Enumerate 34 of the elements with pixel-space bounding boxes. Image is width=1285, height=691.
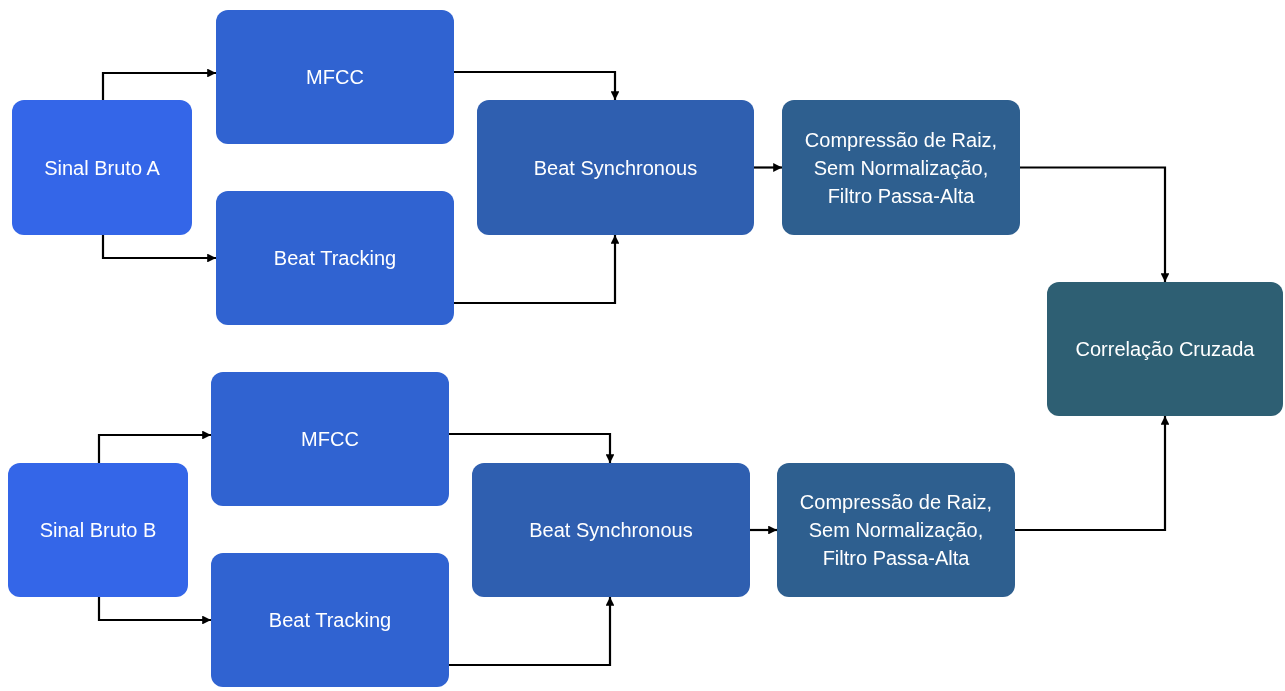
arrow bbox=[101, 235, 216, 263]
box-label: Compressão de Raiz, Sem Normalização, Filtro Passa-Alta bbox=[803, 127, 999, 209]
arrow bbox=[449, 432, 615, 463]
process-box bbox=[216, 10, 454, 144]
arrow bbox=[1020, 166, 1170, 282]
process-box bbox=[211, 553, 449, 687]
box-label: Compressão de Raiz, Sem Normalização, Filtro Passa-Alta bbox=[798, 490, 994, 571]
arrow bbox=[1015, 416, 1170, 532]
box-label: Sinal Bruto B bbox=[39, 518, 157, 543]
box-label: MFCC bbox=[306, 65, 364, 90]
process-box bbox=[216, 191, 454, 325]
process-box bbox=[777, 463, 1015, 597]
box-label: MFCC bbox=[301, 427, 359, 452]
box-label: Correlação Cruzada bbox=[1075, 337, 1255, 362]
box-label: Beat Synchronous bbox=[533, 155, 698, 181]
process-box bbox=[12, 100, 192, 235]
box-label: Beat Tracking bbox=[273, 246, 397, 271]
process-box bbox=[1047, 282, 1283, 416]
box-label: Beat Tracking bbox=[268, 608, 392, 633]
arrow bbox=[750, 525, 777, 535]
arrow bbox=[754, 163, 782, 172]
arrow bbox=[101, 68, 216, 100]
process-box bbox=[477, 100, 754, 235]
arrow bbox=[454, 235, 620, 305]
process-box bbox=[211, 372, 449, 506]
process-box bbox=[472, 463, 750, 597]
box-label: Beat Synchronous bbox=[529, 518, 693, 543]
arrow bbox=[97, 430, 211, 463]
process-box bbox=[8, 463, 188, 597]
arrow bbox=[97, 597, 211, 625]
arrow bbox=[454, 70, 620, 100]
box-label: Sinal Bruto A bbox=[44, 155, 160, 181]
arrow bbox=[449, 597, 615, 667]
process-box bbox=[782, 100, 1020, 235]
